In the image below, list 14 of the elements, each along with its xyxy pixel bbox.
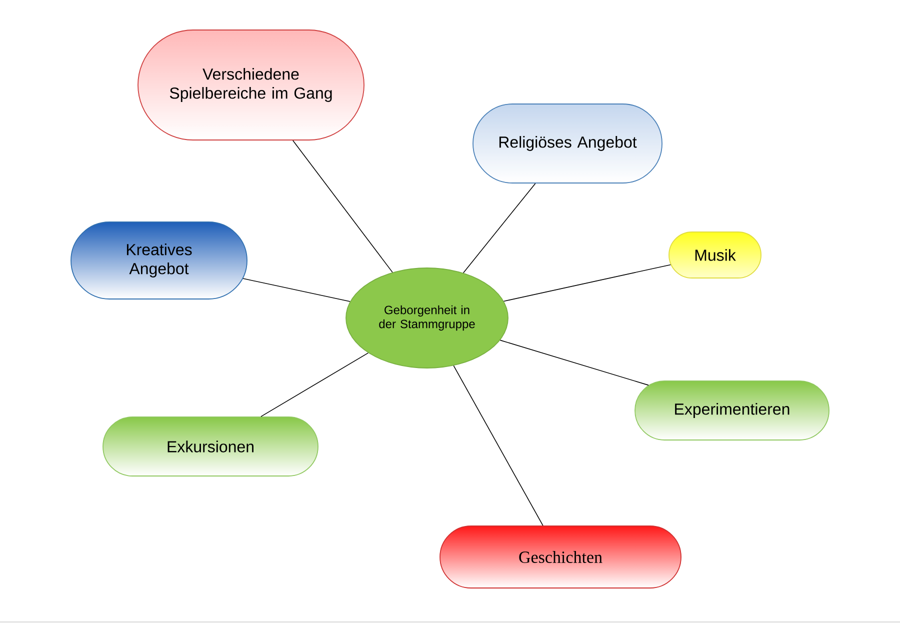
connector-line: [242, 278, 350, 302]
topic-box: Religiöses Angebot: [472, 104, 662, 184]
topic-box: Musik: [668, 232, 762, 278]
topic-box: Verschiedene Spielbereiche im Gang: [138, 30, 364, 140]
topic-box: Geschichten: [440, 526, 682, 588]
connector-line: [500, 340, 649, 386]
connector-line: [292, 140, 393, 273]
topic-box: Experimentieren: [634, 380, 830, 440]
connector-line: [453, 365, 544, 526]
connector-line: [503, 264, 672, 302]
topic-box: Exkursionen: [102, 416, 318, 476]
connector-line: [462, 183, 536, 274]
connector-line: [260, 352, 369, 417]
topic-box: Kreatives Angebot: [70, 222, 248, 300]
